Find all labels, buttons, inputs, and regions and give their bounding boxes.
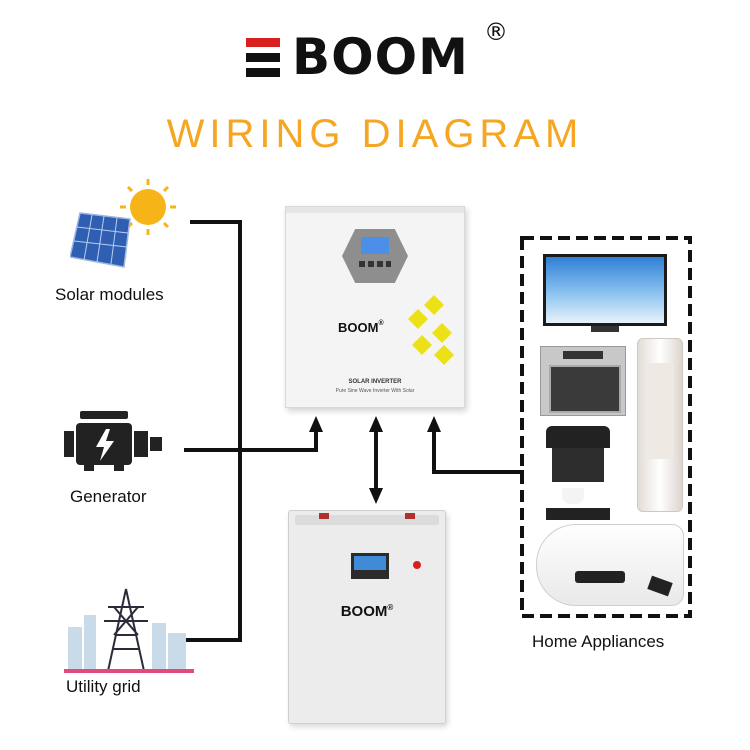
inverter-brand: BOOM® xyxy=(338,320,384,335)
generator-illustration xyxy=(64,405,174,475)
generator-label: Generator xyxy=(70,487,147,506)
utility-grid-label: Utility grid xyxy=(66,677,141,696)
brand-name: BOOM xyxy=(292,28,469,86)
coffee-machine-icon xyxy=(540,426,616,524)
power-tower-icon xyxy=(104,588,148,672)
appliances-box xyxy=(520,236,692,618)
arrow-up-icon xyxy=(369,416,383,432)
solar-inverter: BOOM® SOLAR INVERTER Pure Sine Wave Inve… xyxy=(285,206,465,408)
solar-wire xyxy=(184,220,242,642)
solar-modules-label: Solar modules xyxy=(55,285,164,304)
arrow-up-icon xyxy=(309,416,323,432)
inverter-screen xyxy=(361,237,389,254)
oven-icon xyxy=(540,346,626,416)
brand-logo: BOOM ® xyxy=(246,18,516,86)
appliance-wire xyxy=(432,426,524,474)
battery-screen xyxy=(351,553,389,579)
solar-panel-icon xyxy=(70,212,131,268)
battery-indicator xyxy=(413,561,421,569)
page-title: WIRING DIAGRAM xyxy=(166,112,584,156)
tv-icon xyxy=(543,254,667,334)
battery-brand: BOOM® xyxy=(340,603,394,620)
diamond-decoration xyxy=(408,295,454,365)
utility-grid-illustration xyxy=(64,585,194,675)
water-heater-icon xyxy=(536,524,684,606)
logo-mark xyxy=(246,38,280,78)
solar-modules-illustration xyxy=(70,175,200,275)
inverter-title: SOLAR INVERTER xyxy=(348,379,402,385)
air-conditioner-icon xyxy=(637,338,683,512)
inverter-subtitle: Pure Sine Wave Inverter With Solar xyxy=(335,388,415,394)
arrow-up-icon xyxy=(427,416,441,432)
generator-icon xyxy=(64,411,162,471)
registered-mark: ® xyxy=(484,18,508,46)
inverter-input-wire xyxy=(238,426,318,452)
battery-unit: BOOM® xyxy=(288,510,446,724)
arrow-down-icon xyxy=(369,488,383,504)
inverter-display-panel xyxy=(342,229,408,283)
home-appliances-label: Home Appliances xyxy=(532,632,665,651)
city-skyline xyxy=(68,615,186,671)
